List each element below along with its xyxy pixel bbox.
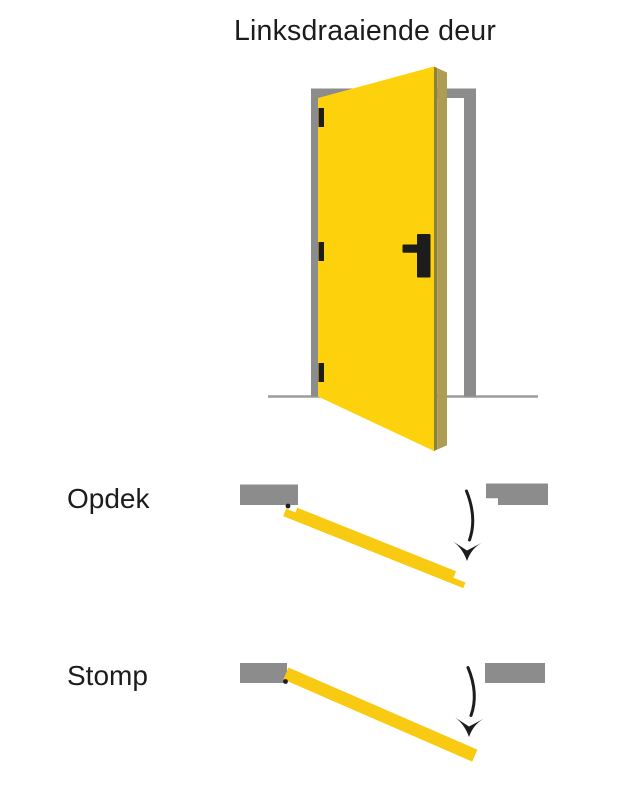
door-edge-shadow xyxy=(434,66,438,451)
page-title: Linksdraaiende deur xyxy=(234,15,496,47)
swing-arrow-head xyxy=(452,715,486,737)
door-handle-lever xyxy=(402,244,419,253)
main-door-illustration xyxy=(268,66,538,451)
stomp-frame-left xyxy=(240,663,287,683)
stomp-door-leaf xyxy=(283,667,478,762)
stomp-door-top-view xyxy=(283,667,478,762)
door-handle-shaft xyxy=(417,234,431,278)
swing-arrow-curve xyxy=(465,489,475,542)
opdek-frame-left xyxy=(240,484,298,505)
swing-arrow-head xyxy=(450,539,484,561)
door-edge-side xyxy=(437,68,447,450)
hinge-pivot-dot xyxy=(285,503,291,509)
opdek-door-top-view xyxy=(283,507,466,589)
door-panel xyxy=(318,66,434,451)
opdek-section: Opdek xyxy=(67,483,548,589)
stomp-label: Stomp xyxy=(67,660,148,691)
hinge-icon-bottom xyxy=(318,363,324,382)
stomp-frame-right xyxy=(485,663,545,683)
opdek-frame-right-rebated xyxy=(486,483,548,505)
hinge-pivot-dot xyxy=(283,679,288,684)
stomp-section: Stomp xyxy=(67,660,545,762)
swing-arrow-icon xyxy=(450,489,484,561)
opdek-door-leaf xyxy=(283,507,466,589)
door-frame-right-post xyxy=(464,88,476,397)
hinge-icon-top xyxy=(318,108,324,127)
swing-arrow-icon xyxy=(452,666,486,737)
swing-arrow-curve xyxy=(466,666,476,717)
hinge-icon-middle xyxy=(318,242,324,261)
opdek-label: Opdek xyxy=(67,483,150,514)
door-handle-icon xyxy=(402,234,431,278)
